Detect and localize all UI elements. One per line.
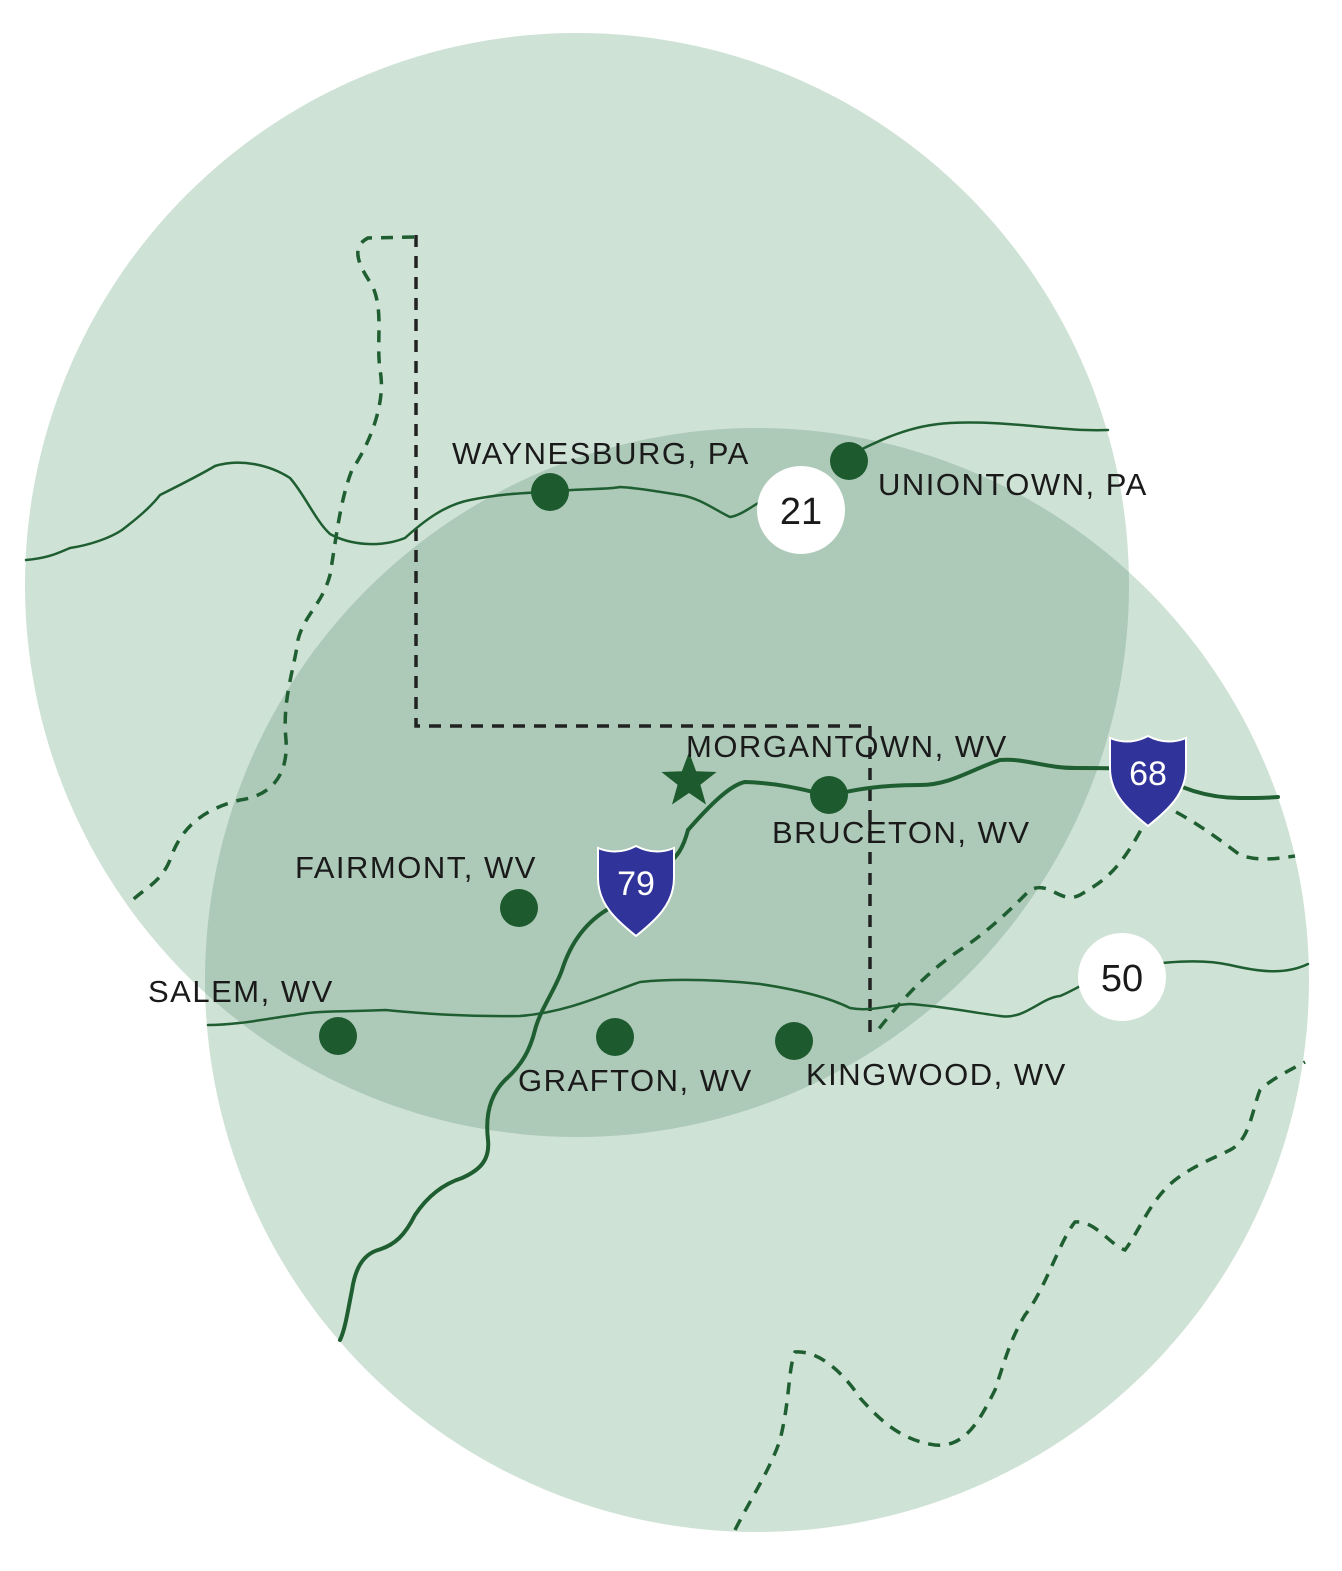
state-line-pa-wv (414, 235, 872, 1038)
river-west (126, 235, 415, 907)
city-label-fairmont: FAIRMONT, WV (295, 850, 537, 885)
city-label-kingwood: KINGWOOD, WV (806, 1057, 1067, 1092)
city-marker-salem (319, 1017, 357, 1055)
city-marker-fairmont (500, 889, 538, 927)
interstate-79-shield-icon: 79 (597, 844, 675, 938)
city-markers (319, 442, 868, 1060)
coverage-overlap (205, 428, 1129, 1137)
city-label-waynesburg: WAYNESBURG, PA (452, 436, 750, 471)
city-marker-kingwood (775, 1022, 813, 1060)
city-marker-bruceton (810, 776, 848, 814)
river-east (872, 811, 1152, 1037)
interstate-79-number: 79 (617, 865, 655, 903)
city-label-salem: SALEM, WV (148, 974, 334, 1009)
interstate-68-shield-icon: 68 (1109, 734, 1187, 828)
road-north (24, 461, 777, 562)
highway-shields: 79 68 21 50 (597, 466, 1187, 1021)
city-marker-grafton (596, 1018, 634, 1056)
route-50-marker-icon: 50 (1078, 933, 1166, 1021)
road-us21-east (846, 421, 1110, 458)
road-i68 (686, 757, 1280, 832)
route-50-number: 50 (1101, 958, 1143, 1000)
city-marker-uniontown (830, 442, 868, 480)
city-label-morgantown: MORGANTOWN, WV (686, 729, 1008, 764)
city-label-bruceton: BRUCETON, WV (772, 815, 1031, 850)
city-label-grafton: GRAFTON, WV (518, 1063, 753, 1098)
city-marker-morgantown-star-icon (661, 752, 717, 805)
city-label-uniontown: UNIONTOWN, PA (878, 467, 1148, 502)
dashed-boundaries (126, 235, 1306, 1531)
city-marker-waynesburg (531, 473, 569, 511)
city-labels: WAYNESBURG, PA UNIONTOWN, PA MORGANTOWN, W… (148, 436, 1148, 1098)
route-21-number: 21 (780, 491, 822, 533)
route-21-marker-icon: 21 (757, 466, 845, 554)
river-east-branch (1175, 810, 1296, 861)
interstate-68-number: 68 (1129, 755, 1167, 793)
river-south (733, 1060, 1306, 1531)
